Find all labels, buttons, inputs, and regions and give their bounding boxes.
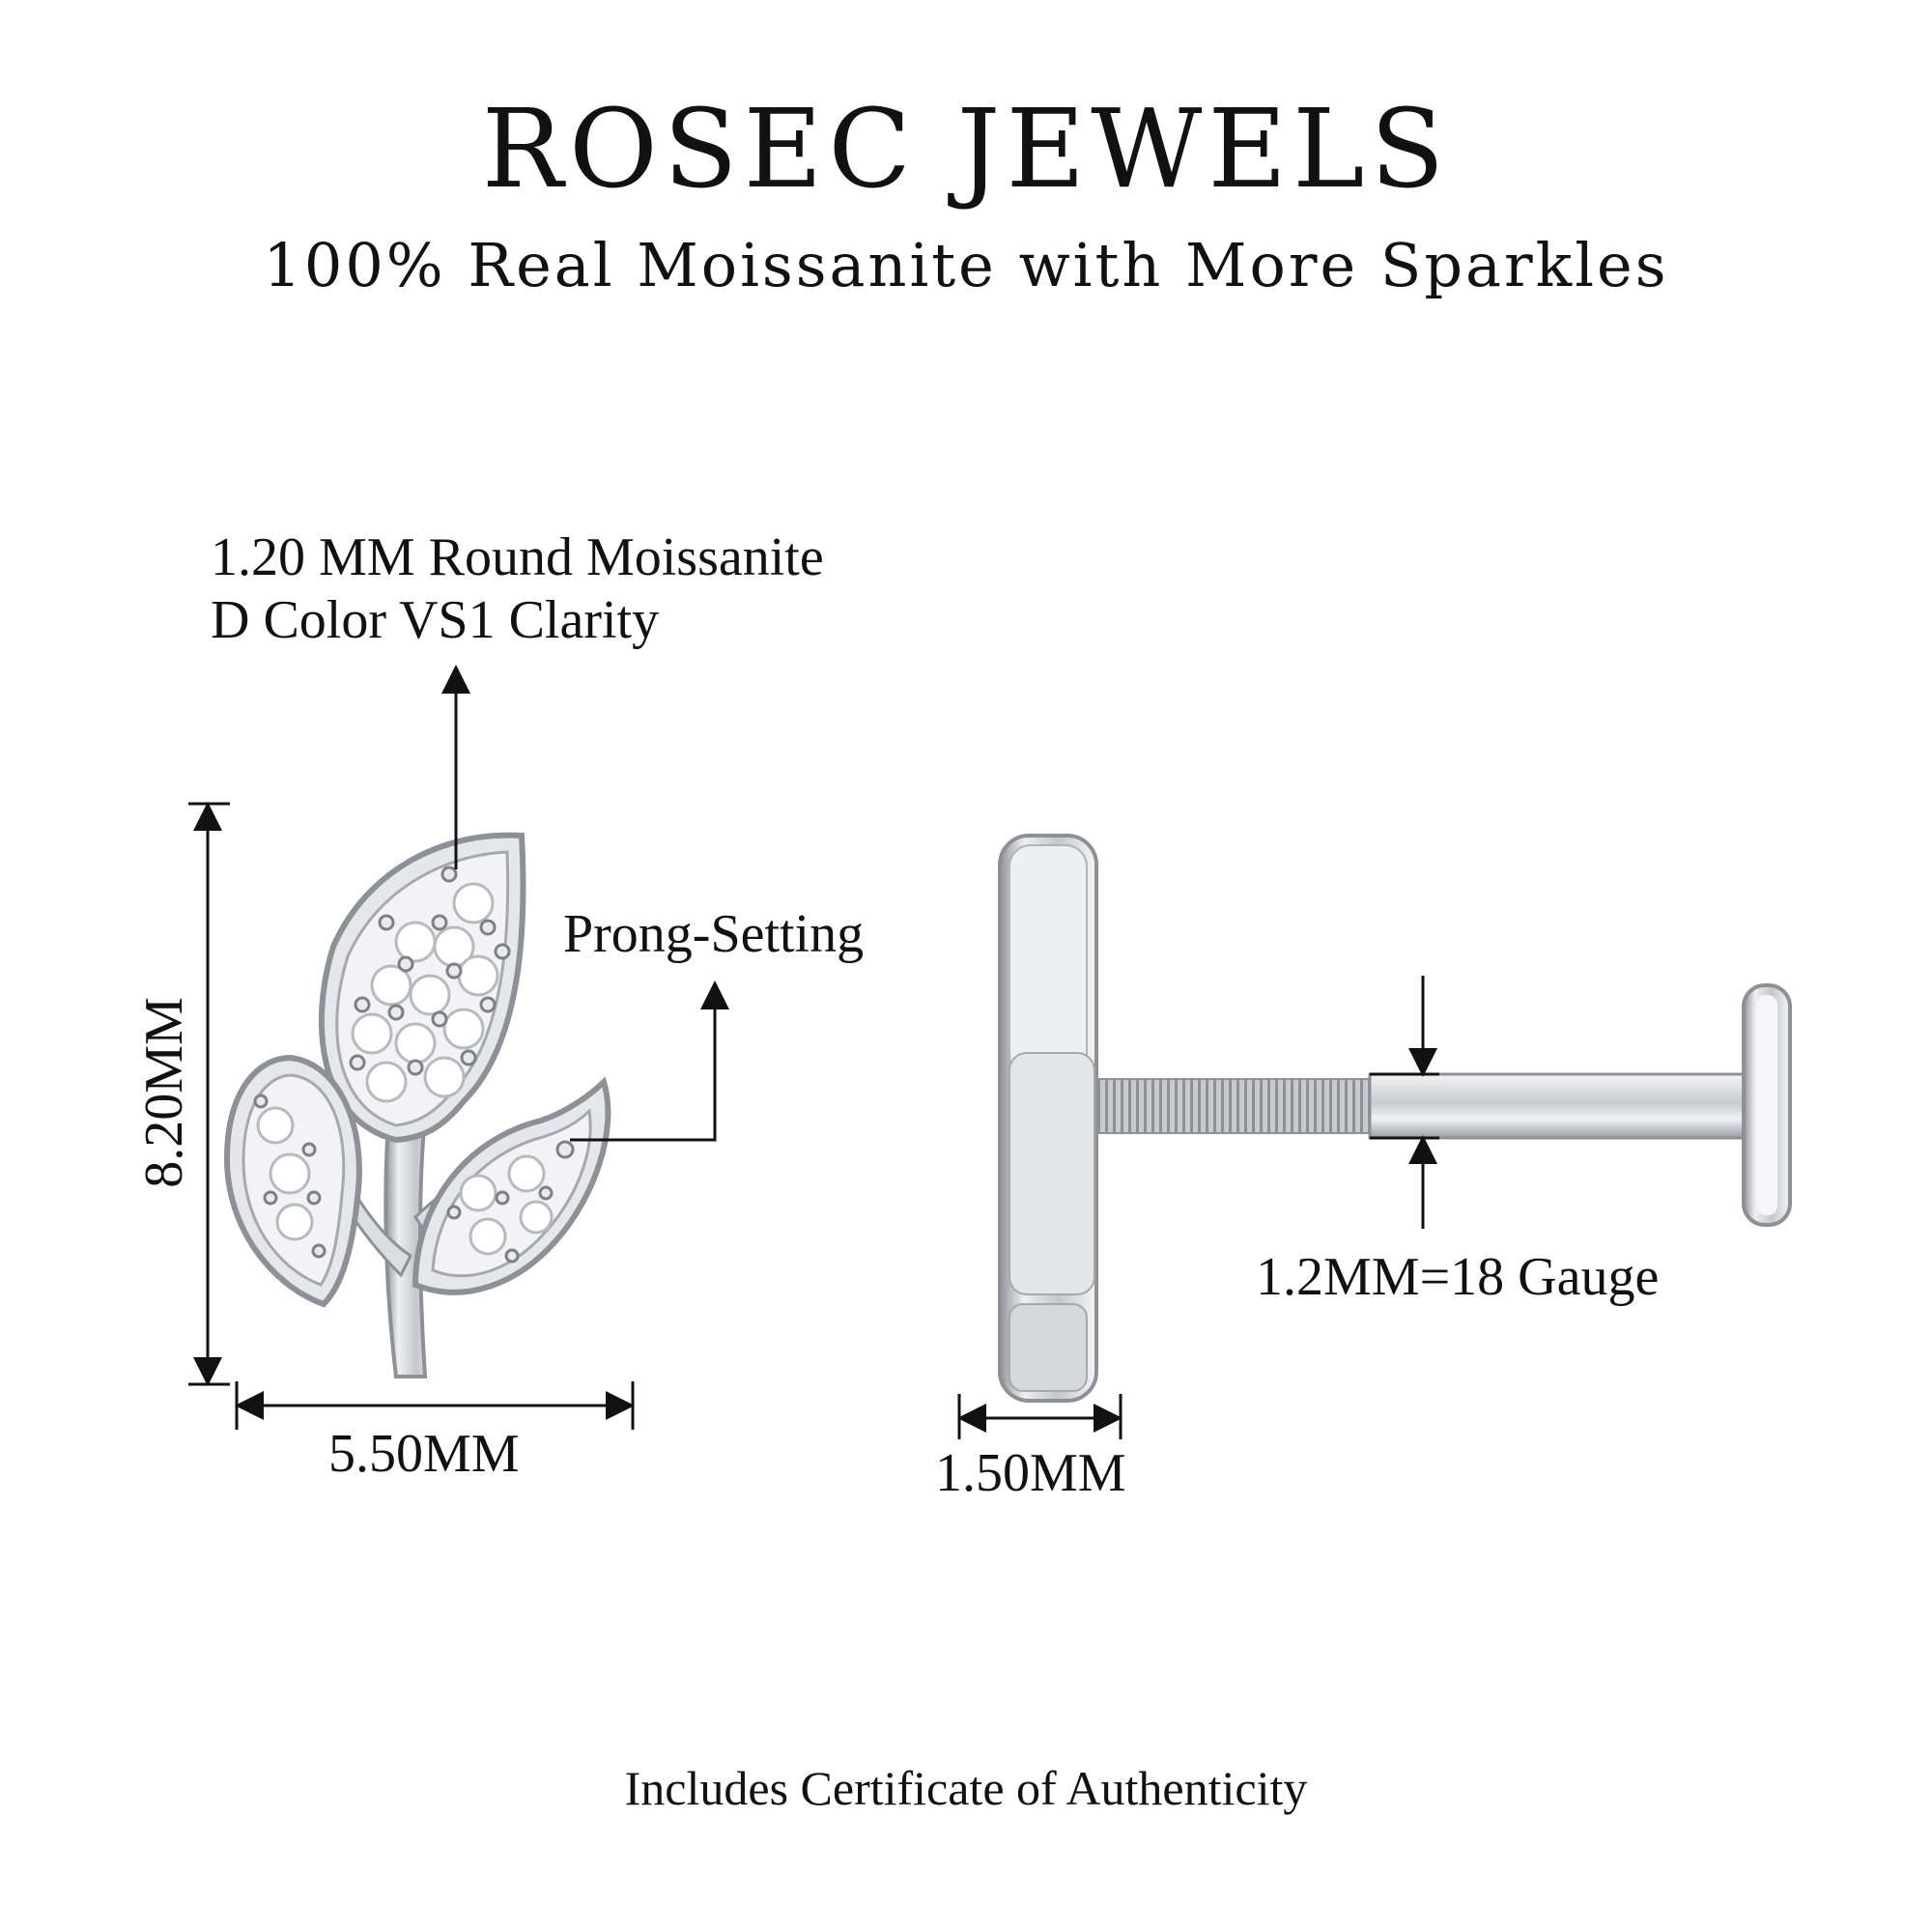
prongs [253,866,575,1264]
stone-spec-line2: D Color VS1 Clarity [211,590,660,650]
prong-callout-arrow [570,980,729,1142]
stud-side-view [998,834,1792,1403]
threaded-post [1095,1078,1371,1134]
height-label: 8.20MM [134,997,194,1188]
width-dimension [235,1381,635,1430]
tagline: 100% Real Moissanite with More Sparkles [263,230,1669,300]
thickness-dimension [957,1394,1122,1439]
width-label: 5.50MM [328,1424,520,1484]
stone-spec-line1: 1.20 MM Round Moissanite [211,527,824,587]
prong-setting-label: Prong-Setting [563,904,865,964]
moissanite-stones [256,882,554,1256]
height-dimension [188,802,230,1386]
gauge-dimension [1370,976,1439,1229]
certificate-note: Includes Certificate of Authenticity [624,1761,1308,1815]
gauge-label: 1.2MM=18 Gauge [1256,1247,1660,1307]
thickness-label: 1.50MM [935,1443,1126,1503]
leaf-stud-front [223,832,611,1378]
smooth-post [1368,1072,1750,1140]
brand-title: ROSEC JEWELS [481,87,1451,213]
